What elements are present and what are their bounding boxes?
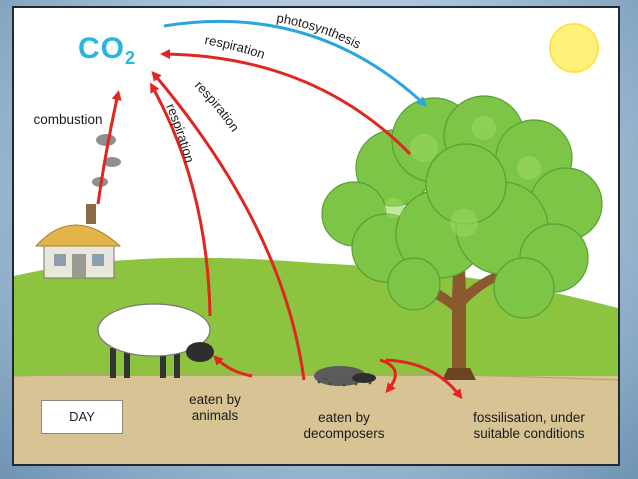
tree-icon: [321, 95, 603, 380]
combustion-label: combustion: [33, 112, 103, 127]
sheep-icon: [97, 303, 214, 378]
eaten-by-animals-label: eaten by animals: [170, 392, 260, 424]
respiration-arrow-animals: [150, 82, 212, 317]
photosynthesis-label: photosynthesis: [276, 10, 364, 52]
co2-main: CO: [78, 32, 125, 65]
eaten-by-decomposers-line1: eaten by: [318, 410, 370, 425]
sun-icon: [549, 23, 599, 73]
photosynthesis-arrow: [163, 20, 427, 107]
eaten-by-animals-arrow: [213, 355, 253, 378]
dead-animal-icon: [314, 366, 376, 387]
fossilisation-line1: fossilisation, under: [473, 410, 585, 425]
carbon-cycle-diagram: photosynthesis respiration respiration r…: [12, 6, 620, 466]
combustion-arrow: [96, 90, 122, 205]
eaten-by-animals-line2: animals: [191, 408, 239, 423]
fossilisation-line2: suitable conditions: [473, 426, 585, 441]
eaten-by-decomposers-label: eaten by decomposers: [284, 410, 404, 442]
diagram-art: photosynthesis respiration respiration r…: [14, 10, 618, 464]
house-icon: [34, 134, 122, 279]
eaten-by-decomposers-arrow: [379, 358, 397, 394]
eaten-by-decomposers-line2: decomposers: [303, 426, 385, 441]
co2-label: CO2: [78, 32, 136, 69]
eaten-by-animals-line1: eaten by: [189, 392, 241, 407]
respiration-label-left: respiration: [163, 101, 197, 164]
respiration-arrow-decomposers: [151, 70, 306, 381]
co2-subscript: 2: [125, 48, 137, 68]
fossilisation-label: fossilisation, under suitable conditions: [444, 410, 614, 442]
respiration-arrow-tree: [160, 49, 412, 156]
respiration-label-mid: respiration: [192, 78, 243, 135]
fossilisation-arrow: [385, 358, 463, 400]
day-badge: DAY: [41, 400, 123, 434]
